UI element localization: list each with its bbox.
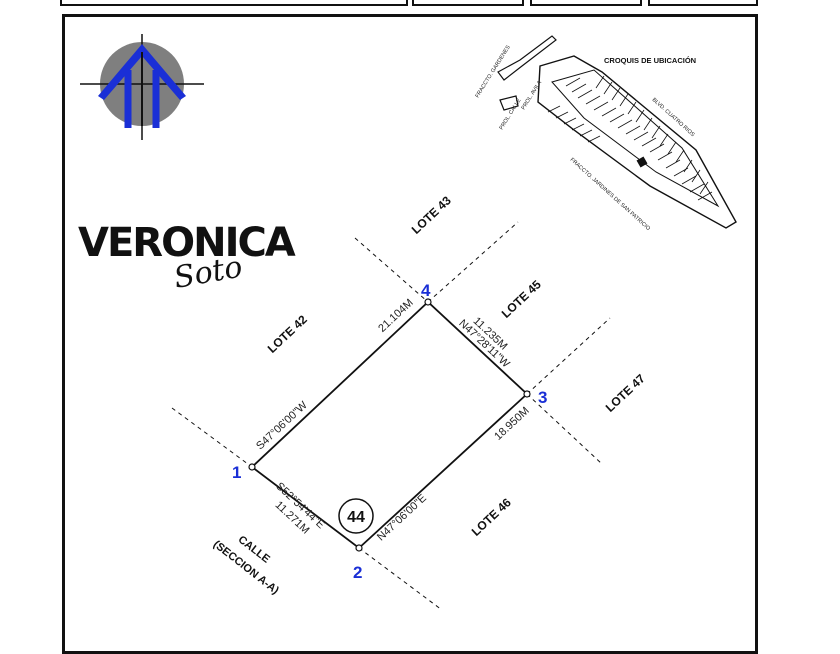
side-1-4-bearing: S47°06'00"W [254, 399, 310, 452]
lot-label-46: LOTE 46 [469, 495, 514, 539]
vertex-3-label: 3 [538, 388, 547, 407]
lot-label-42: LOTE 42 [265, 312, 310, 356]
lot-number-badge [338, 498, 374, 534]
survey-sheet [62, 14, 758, 654]
header-field-4 [648, 0, 758, 6]
vertex-4-label: 4 [421, 281, 431, 300]
vertex-markers [248, 298, 531, 552]
vertex-1-label: 1 [232, 463, 241, 482]
side-3-2-distance: 18.950M [492, 405, 531, 443]
sketch-label-jardines: FRACCTO. JARDINES DE SAN PATRICIO [569, 157, 652, 232]
header-field-2 [412, 0, 524, 6]
brand-name: VERONICA [78, 220, 296, 266]
sketch-label-prol-calle: PROL. CALLE [499, 98, 523, 132]
lot-number: 44 [347, 509, 365, 526]
lot-label-47: LOTE 47 [603, 371, 648, 415]
header-field-1 [60, 0, 408, 6]
side-1-4-distance: 21.104M [376, 297, 415, 335]
header-field-3 [530, 0, 642, 6]
lot-label-43: LOTE 43 [409, 193, 454, 237]
vertex-2-label: 2 [353, 563, 362, 582]
street-label: CALLE (SECCION A-A) [211, 534, 281, 597]
survey-drawing: VERONICA Soto CROQUIS DE UBICACIÓN [78, 34, 737, 611]
sketch-label-fraccto: FRACCTO. GARDENES [475, 44, 512, 99]
north-arrow-icon [80, 34, 204, 140]
brand-logo: VERONICA Soto [78, 220, 298, 296]
side-3-2-bearing: N47°06'00"E [375, 492, 429, 543]
lot-label-45: LOTE 45 [499, 277, 544, 321]
neighbour-boundaries [171, 221, 611, 611]
sketch-label-prol-avila: PROL. AVILA [521, 80, 544, 111]
location-sketch-title: CROQUIS DE UBICACIÓN [604, 56, 696, 65]
location-sketch: CROQUIS DE UBICACIÓN FRACCTO [475, 35, 737, 233]
